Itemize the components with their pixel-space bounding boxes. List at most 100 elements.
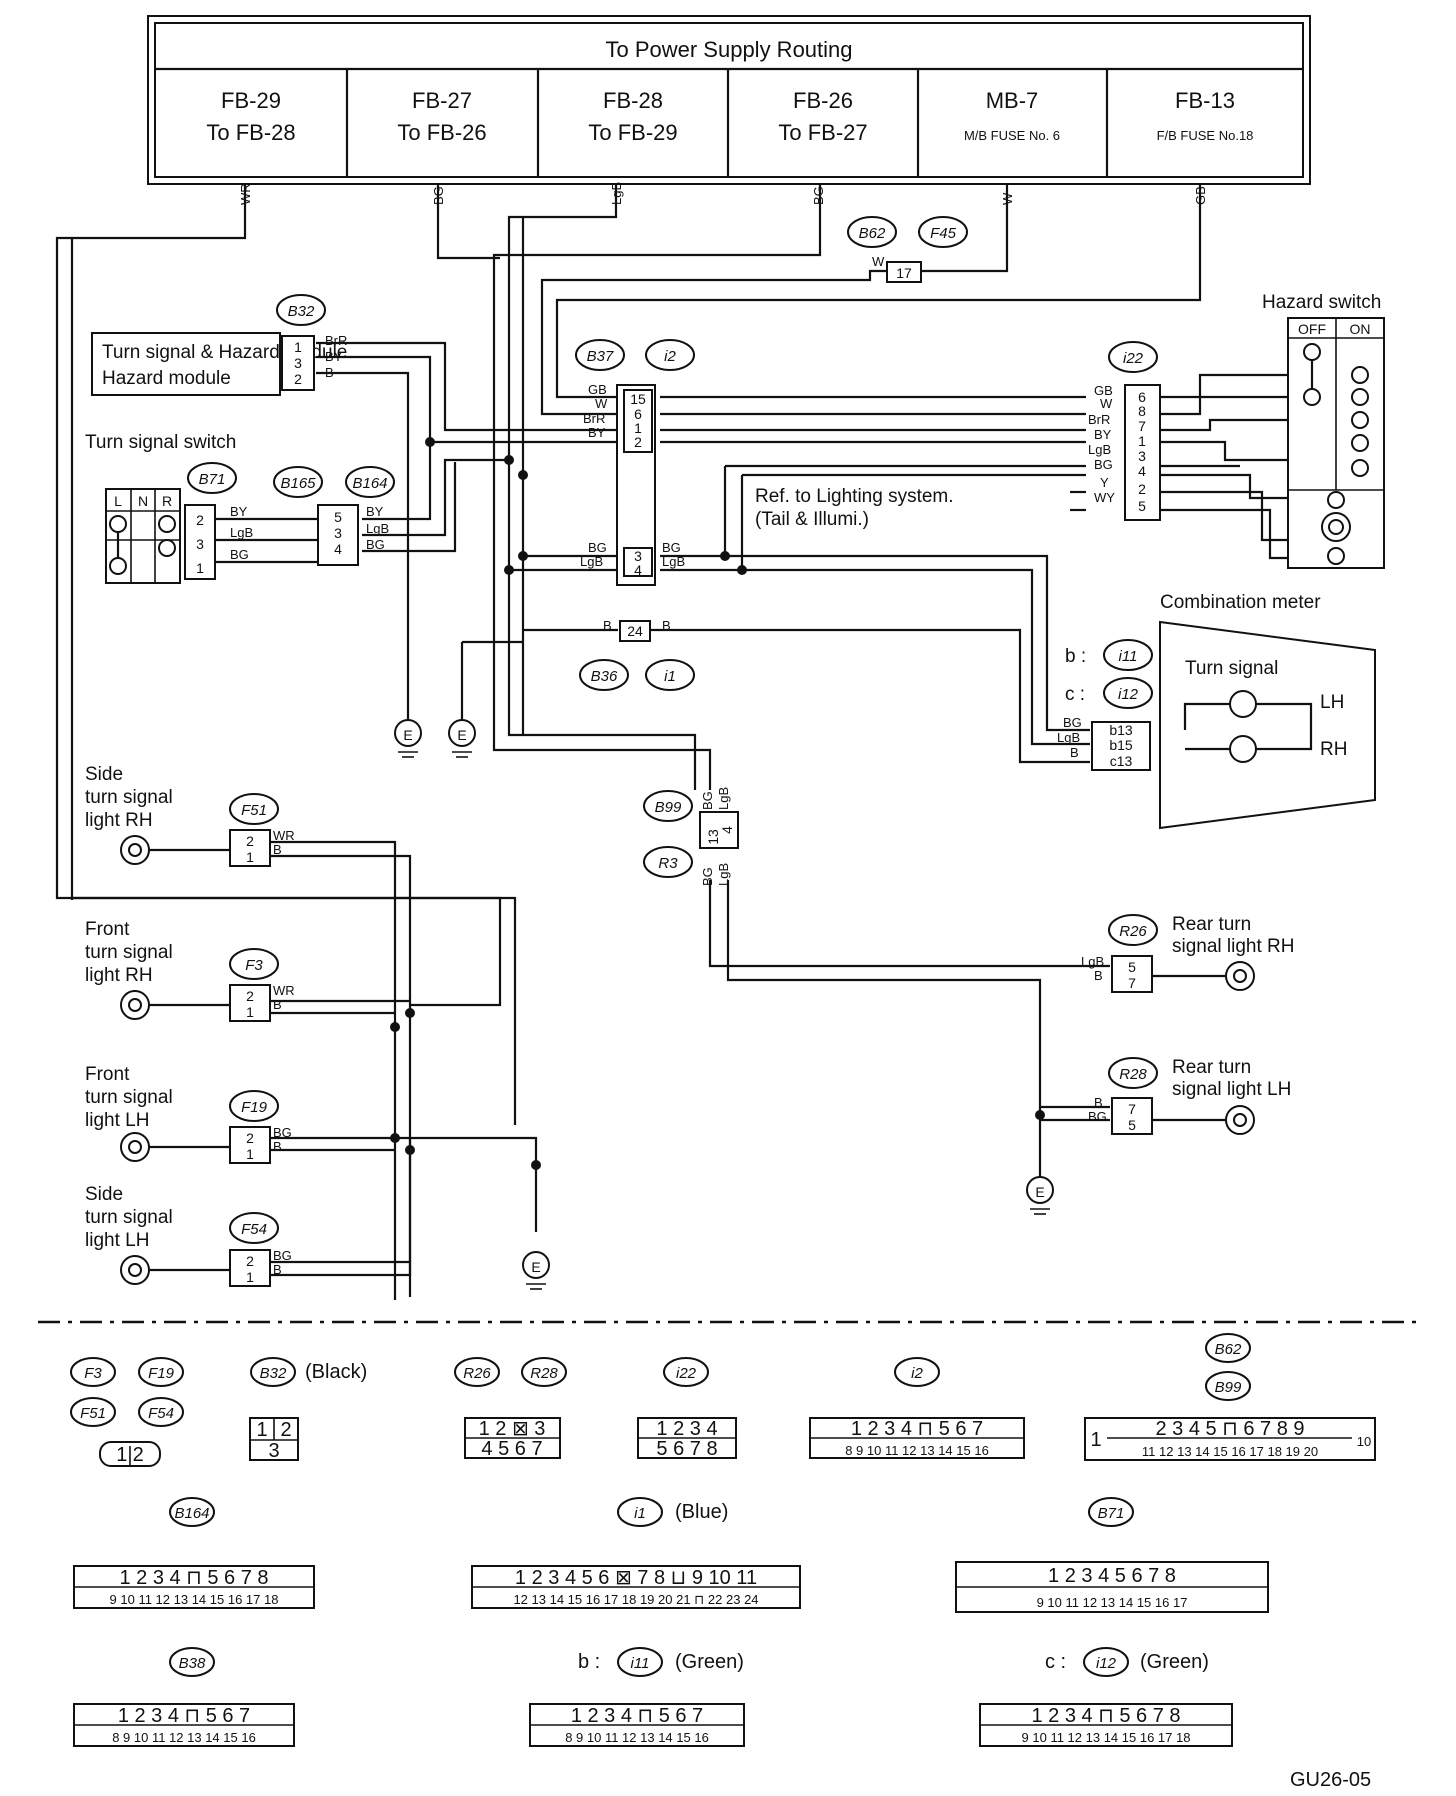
- header-cell-2-name: FB-27: [412, 88, 472, 113]
- header-cell-6-route: F/B FUSE No.18: [1157, 128, 1254, 143]
- hazard-on-label: ON: [1350, 321, 1371, 337]
- tag-b36: B36: [591, 668, 618, 685]
- junction-dots: [390, 437, 1316, 1170]
- svg-text:WY: WY: [1094, 490, 1115, 505]
- svg-text:2: 2: [634, 434, 642, 450]
- figure-code: GU26-05: [1290, 1769, 1371, 1791]
- svg-text:1: 1: [196, 560, 204, 576]
- hazard-switch: i22 6 8 7 1 3 4 2 5 GB W BrR BY LgB BG Y…: [1088, 292, 1385, 569]
- svg-text:signal light RH: signal light RH: [1172, 936, 1295, 957]
- tag-r28: R28: [1119, 1066, 1147, 1083]
- connector-legend: F3 F19 F51 F54 1|2 B32 (Black) 1 2 3 R26…: [70, 1333, 1376, 1747]
- svg-text:BG: BG: [273, 1125, 292, 1140]
- svg-text:i1: i1: [634, 1505, 646, 1522]
- svg-text:E: E: [531, 1259, 540, 1275]
- connector-b36-i1: 24 B B B36 i1: [579, 618, 695, 691]
- svg-text:4 5 6 7: 4 5 6 7: [481, 1438, 542, 1460]
- svg-text:2: 2: [246, 1130, 254, 1146]
- power-supply-header: To Power Supply Routing FB-29 To FB-28 F…: [147, 15, 1311, 185]
- svg-text:BrR: BrR: [583, 411, 605, 426]
- header-cell-6-name: FB-13: [1175, 88, 1235, 113]
- header-title: To Power Supply Routing: [605, 37, 852, 62]
- svg-text:2: 2: [196, 512, 204, 528]
- svg-text:LgB: LgB: [1081, 954, 1104, 969]
- svg-text:8 9 10 11 12 13 14 15 16: 8 9 10 11 12 13 14 15 16: [845, 1443, 989, 1458]
- svg-text:B38: B38: [179, 1655, 206, 1672]
- grounds: E E E E: [394, 719, 1054, 1290]
- header-wire-labels: WR BG LgB BG W GB: [238, 182, 1208, 205]
- switch-col-n: N: [138, 493, 148, 509]
- legend-b-prefix: b :: [578, 1651, 600, 1673]
- legend-i11-color: (Green): [675, 1651, 744, 1673]
- svg-text:BrR: BrR: [1088, 412, 1110, 427]
- connector-b99-r3: B99 R3 13 4 BG LgB BG LgB: [643, 787, 739, 886]
- wiring: [55, 184, 1356, 1300]
- svg-text:2: 2: [246, 1253, 254, 1269]
- tag-i12: i12: [1118, 686, 1139, 703]
- svg-text:E: E: [457, 727, 466, 743]
- hazard-switch-label: Hazard switch: [1262, 292, 1381, 313]
- svg-text:Side: Side: [85, 764, 123, 785]
- svg-text:1: 1: [1090, 1429, 1101, 1451]
- svg-text:24: 24: [627, 623, 643, 639]
- svg-text:F19: F19: [148, 1365, 175, 1382]
- svg-text:1 2 3 4 ⊓ 5 6 7: 1 2 3 4 ⊓ 5 6 7: [571, 1705, 703, 1727]
- svg-text:9 10 11 12 13 14 15 16 17 18: 9 10 11 12 13 14 15 16 17 18: [1022, 1730, 1191, 1745]
- svg-text:WR: WR: [273, 828, 295, 843]
- svg-text:W: W: [595, 396, 608, 411]
- svg-text:1 2 3 4 ⊓ 5 6 7 8: 1 2 3 4 ⊓ 5 6 7 8: [1031, 1705, 1180, 1727]
- svg-text:LgB: LgB: [1057, 730, 1080, 745]
- svg-text:5: 5: [334, 509, 342, 525]
- svg-text:BG: BG: [366, 537, 385, 552]
- rear-turn-light-lh: R28 Rear turn signal light LH 7 5 B BG: [1088, 1057, 1291, 1135]
- meter-turn-signal-label: Turn signal: [1185, 658, 1278, 679]
- combination-meter-label: Combination meter: [1160, 592, 1321, 613]
- svg-text:BG: BG: [230, 547, 249, 562]
- svg-text:6: 6: [634, 406, 642, 422]
- tag-b71: B71: [199, 471, 226, 488]
- svg-text:E: E: [1035, 1184, 1044, 1200]
- svg-text:B99: B99: [1215, 1379, 1242, 1396]
- svg-text:6: 6: [1138, 389, 1146, 405]
- svg-text:Rear turn: Rear turn: [1172, 1057, 1251, 1078]
- svg-text:light RH: light RH: [85, 965, 153, 986]
- svg-text:12 13 14 15 16 17 18 19 20 21: 12 13 14 15 16 17 18 19 20 21 ⊓ 22 23 24: [513, 1592, 758, 1607]
- svg-text:7: 7: [1128, 1101, 1136, 1117]
- svg-text:BY: BY: [366, 504, 384, 519]
- svg-text:BG: BG: [273, 1248, 292, 1263]
- svg-text:WR: WR: [273, 983, 295, 998]
- svg-text:turn signal: turn signal: [85, 1207, 173, 1228]
- svg-text:LgB: LgB: [230, 525, 253, 540]
- tag-i22: i22: [1123, 350, 1144, 367]
- turn-signal-switch: Turn signal switch B71 L N R 2 3 1 BY Lg…: [85, 432, 395, 584]
- svg-text:2: 2: [294, 371, 302, 387]
- header-cell-3-name: FB-28: [603, 88, 663, 113]
- svg-text:BY: BY: [588, 425, 606, 440]
- svg-text:b15: b15: [1109, 737, 1133, 753]
- svg-text:17: 17: [896, 265, 912, 281]
- header-cell-2-route: To FB-26: [397, 120, 486, 145]
- svg-text:1: 1: [246, 849, 254, 865]
- svg-text:R28: R28: [530, 1365, 558, 1382]
- svg-text:F3: F3: [84, 1365, 102, 1382]
- tag-r3: R3: [658, 855, 678, 872]
- svg-text:3: 3: [294, 355, 302, 371]
- svg-text:B: B: [1094, 1095, 1103, 1110]
- svg-text:5 6 7 8: 5 6 7 8: [656, 1438, 717, 1460]
- ground-4: E: [1026, 1176, 1054, 1215]
- svg-text:i2: i2: [911, 1365, 923, 1382]
- tag-r26: R26: [1119, 923, 1147, 940]
- meter-b-prefix: b :: [1065, 646, 1086, 667]
- tag-b164: B164: [352, 475, 387, 492]
- ground-2: E: [448, 719, 476, 758]
- wire-lgb-trunk: [507, 184, 697, 790]
- tag-f54: F54: [241, 1221, 267, 1238]
- svg-text:1: 1: [634, 420, 642, 436]
- tag-f45: F45: [930, 225, 957, 242]
- svg-text:2: 2: [246, 833, 254, 849]
- svg-text:B32: B32: [260, 1365, 287, 1382]
- wire-wr-front-rh: [55, 184, 502, 1007]
- svg-text:1 2 3 4 ⊓ 5 6 7: 1 2 3 4 ⊓ 5 6 7: [851, 1418, 983, 1440]
- header-cell-1-route: To FB-28: [206, 120, 295, 145]
